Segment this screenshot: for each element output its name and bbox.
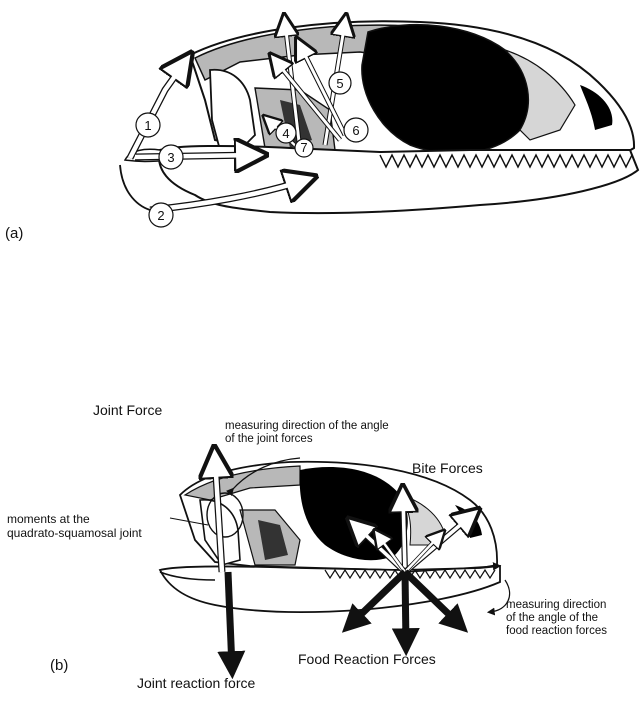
food-reaction-forces-title: Food Reaction Forces: [298, 651, 436, 667]
skull-drawing-a: [120, 21, 638, 213]
food-angle-note-line-2: of the angle of the: [506, 612, 607, 625]
marker-6-label: 6: [352, 123, 359, 138]
panel-a-label: (a): [5, 225, 23, 242]
panel-b-label: (b): [50, 657, 68, 674]
food-angle-note-line-1: measuring direction: [506, 599, 607, 612]
moments-note-line-1: moments at the: [7, 512, 142, 526]
food-angle-note-line-3: food reaction forces: [506, 625, 607, 638]
joint-angle-note-line-2: of the joint forces: [225, 433, 389, 446]
marker-5-label: 5: [336, 76, 343, 91]
marker-3-label: 3: [167, 150, 174, 165]
joint-reaction-arrow: [228, 572, 232, 668]
marker-2-label: 2: [157, 208, 164, 223]
moments-note: moments at the quadrato-squamosal joint: [7, 512, 142, 540]
food-angle-note: measuring direction of the angle of the …: [506, 599, 607, 638]
joint-reaction-force-title: Joint reaction force: [137, 675, 255, 691]
joint-force-title: Joint Force: [93, 402, 162, 418]
bite-forces-title: Bite Forces: [412, 460, 483, 476]
marker-1-label: 1: [144, 118, 151, 133]
marker-7-label: 7: [300, 140, 307, 155]
moments-note-line-2: quadrato-squamosal joint: [7, 526, 142, 540]
marker-4-label: 4: [282, 126, 289, 141]
joint-angle-note-line-1: measuring direction of the angle: [225, 420, 389, 433]
joint-angle-note: measuring direction of the angle of the …: [225, 420, 389, 446]
